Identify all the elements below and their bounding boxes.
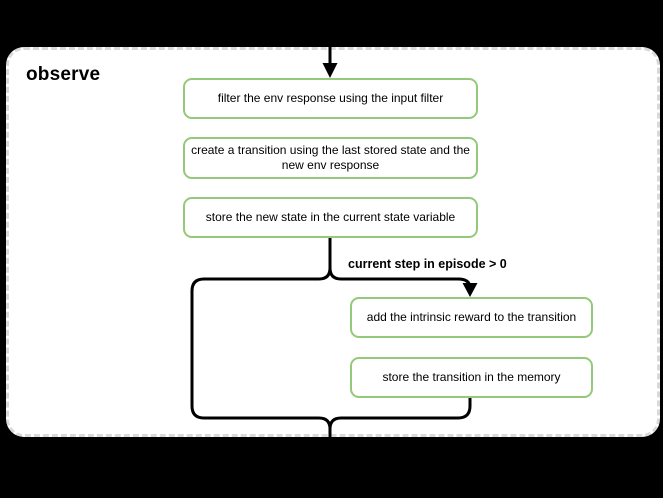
node-store-transition: store the transition in the memory bbox=[350, 357, 593, 398]
node-store-new-state: store the new state in the current state… bbox=[183, 197, 478, 238]
node-create-transition: create a transition using the last store… bbox=[183, 137, 478, 179]
node-add-intrinsic-reward: add the intrinsic reward to the transiti… bbox=[350, 297, 593, 338]
node-filter-env-response: filter the env response using the input … bbox=[183, 78, 478, 119]
panel-title: observe bbox=[26, 64, 101, 85]
condition-label: current step in episode > 0 bbox=[348, 257, 507, 271]
